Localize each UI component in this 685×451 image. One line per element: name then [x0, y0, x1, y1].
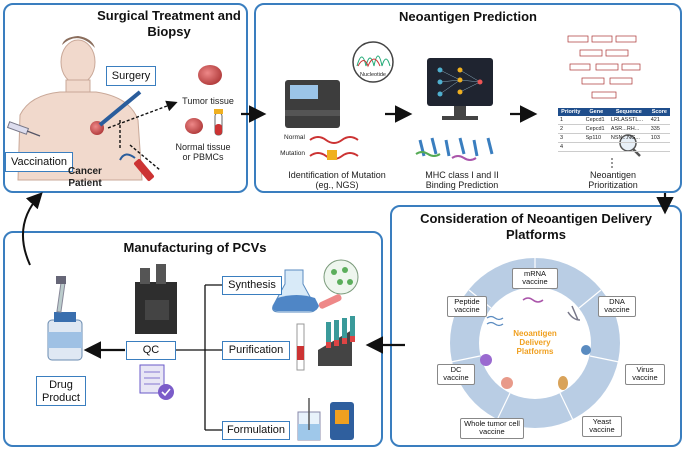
table-cell: NSN...NG... [608, 133, 649, 143]
peptide-icon [486, 315, 504, 327]
table-header: Score [648, 108, 670, 116]
table-cell: 3 [558, 133, 584, 143]
table-row: 3 Sp110 NSN...NG... 103 [558, 133, 670, 143]
table-row: 1 Cepcd1 LRLASSTL... 421 [558, 116, 670, 125]
scalpel-icon [98, 90, 142, 127]
normal-tissue-label: Normal tissue or PBMCs [175, 142, 231, 163]
table-cell [583, 142, 609, 152]
table-cell: Cepcd1 [583, 116, 609, 125]
table-cell: LRLASSTL... [608, 116, 649, 125]
platform-dc: DC vaccine [437, 364, 475, 385]
synthesis-flask-icons [272, 259, 359, 313]
neural-network-monitor-icon [427, 58, 493, 120]
platform-mrna: mRNA vaccine [512, 268, 558, 289]
step-mutation-identification: Identification of Mutation (eg., NGS) [288, 170, 386, 191]
synthesis-label: Synthesis [222, 276, 282, 295]
synthesizer-icon [135, 264, 177, 334]
drug-vial-icon [47, 276, 83, 361]
purification-label: Purification [222, 341, 290, 360]
manufacturing-title: Manufacturing of PCVs [123, 240, 267, 255]
platform-virus: Virus vaccine [625, 364, 665, 385]
table-cell: 2 [558, 124, 584, 134]
dc-cell-icon [480, 354, 492, 366]
formulation-label: Formulation [222, 421, 290, 440]
formulation-icons [297, 398, 354, 441]
tube-icon [214, 109, 223, 136]
patient-label: Cancer Patient [68, 166, 102, 189]
table-cell: 421 [648, 116, 670, 125]
tumor-tissue-icon [198, 65, 222, 85]
flowchart-icon [567, 35, 641, 99]
dna-icon [567, 305, 581, 321]
mrna-icon [522, 297, 544, 303]
mhc-peptide-icons [415, 137, 494, 161]
table-cell [608, 142, 649, 152]
blood-draw-icon [119, 153, 154, 181]
tumor-tissue-label: Tumor tissue [182, 96, 234, 106]
table-header: Sequence [608, 108, 649, 116]
qc-label: QC [126, 341, 176, 360]
table-cell: Sp110 [583, 133, 609, 143]
table-cell: Cepcd1 [583, 124, 609, 134]
drug-product-label: Drug Product [36, 376, 86, 406]
platform-yeast: Yeast vaccine [582, 416, 622, 437]
qc-document-icon [139, 364, 174, 400]
normal-tissue-icon [185, 118, 203, 134]
table-cell: 103 [648, 133, 670, 143]
step-mhc-binding: MHC class I and II Binding Prediction [425, 170, 499, 191]
tumor-cell-icon [501, 377, 513, 389]
prediction-title: Neoantigen Prediction [399, 9, 537, 24]
table-cell: 4 [558, 142, 584, 152]
platform-dna: DNA vaccine [598, 296, 636, 317]
nucleotide-label: Nucleotide [360, 72, 386, 78]
delivery-center-label: Neoantigen Delivery Platforms [513, 329, 557, 357]
mutation-strand-label: Mutation [280, 150, 305, 157]
table-cell: 335 [648, 124, 670, 134]
table-cell [648, 142, 670, 152]
table-cell: ASR...RH... [608, 124, 649, 134]
table-header: Gene [583, 108, 609, 116]
syringe-vaccination-icon [6, 121, 41, 137]
table-row: 2 Cepcd1 ASR...RH... 335 [558, 124, 670, 134]
surgical-title: Surgical Treatment and Biopsy [97, 8, 241, 40]
sequencer-icon [285, 80, 340, 128]
platform-peptide: Peptide vaccine [447, 296, 487, 317]
purification-column-icons [296, 316, 355, 371]
table-cell: 1 [558, 116, 584, 125]
vaccination-label: Vaccination [5, 152, 73, 172]
platform-whole-tumor: Whole tumor cell vaccine [460, 418, 524, 439]
surgery-label: Surgery [106, 66, 156, 86]
priority-table: Priority Gene Sequence Score 1 Cepcd1 LR… [558, 108, 670, 152]
delivery-title: Consideration of Neoantigen Delivery Pla… [420, 211, 652, 242]
table-row: 4 [558, 142, 670, 152]
step-prioritization: Neoantigen Prioritization [588, 170, 638, 191]
virus-icon [581, 345, 591, 355]
table-header: Priority [558, 108, 584, 116]
normal-strand-label: Normal [284, 134, 305, 141]
yeast-icon [558, 376, 568, 390]
